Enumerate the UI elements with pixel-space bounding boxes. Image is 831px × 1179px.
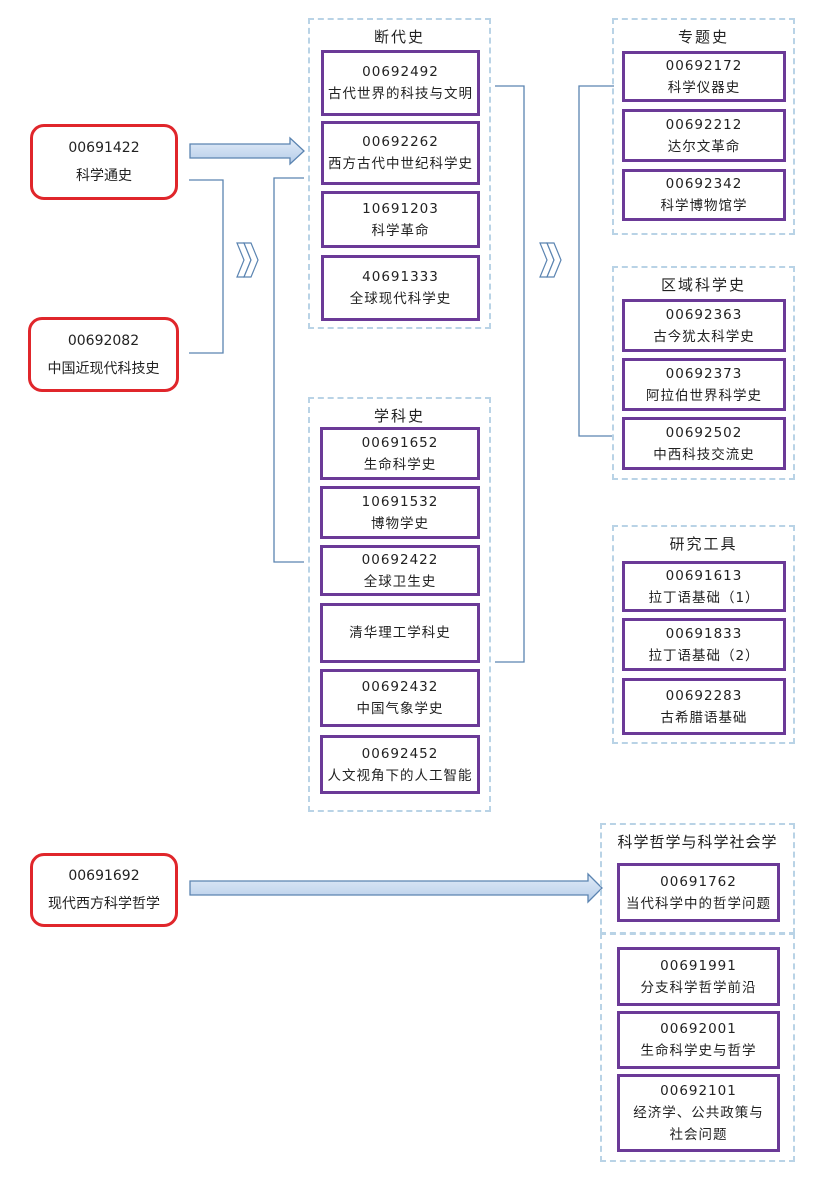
- course-box: 00692172 科学仪器史: [622, 51, 786, 102]
- course-name: 古希腊语基础: [660, 709, 748, 726]
- course-box: 00692502 中西科技交流史: [622, 417, 786, 470]
- course-box: 00692452 人文视角下的人工智能: [320, 735, 480, 794]
- group-zhuanti: 专题史: [612, 18, 795, 235]
- course-name: 古代世界的科技与文明: [328, 86, 473, 102]
- arrow-to-duandai: [189, 136, 305, 166]
- group-title: 区域科学史: [660, 276, 746, 294]
- course-name: 分支科学哲学前沿: [640, 979, 757, 996]
- chevron-icon-right: [539, 242, 562, 278]
- course-code: 10691203: [362, 200, 439, 217]
- group-xueke: 学科史: [308, 397, 491, 812]
- course-name: 人文视角下的人工智能: [327, 767, 473, 784]
- course-name: 现代西方科学哲学: [48, 896, 160, 912]
- course-box: 10691532 博物学史: [320, 486, 480, 539]
- course-name: 全球现代科学史: [349, 291, 452, 307]
- group-zhexue-body: [600, 933, 795, 1162]
- course-name: 经济学、公共政策与社会问题: [633, 1105, 764, 1143]
- course-code: 00692492: [362, 64, 439, 80]
- course-code: 00692432: [361, 679, 439, 695]
- course-code: 00691613: [665, 567, 743, 584]
- course-code: 00692452: [361, 745, 439, 762]
- course-code: 00692373: [665, 365, 743, 382]
- course-code: 00692082: [67, 332, 140, 349]
- course-name: 清华理工学科史: [349, 625, 451, 641]
- bracket-sources: [189, 179, 224, 354]
- course-box: 00692373 阿拉伯世界科学史: [622, 358, 786, 411]
- course-code: 40691333: [362, 269, 439, 285]
- source-course: 00691422 科学通史: [30, 124, 178, 200]
- group-duandai: 断代史: [308, 18, 491, 329]
- course-name: 西方古代中世纪科学史: [328, 156, 473, 172]
- course-name: 拉丁语基础（2）: [648, 647, 760, 664]
- course-name: 中国近现代科技史: [47, 360, 160, 377]
- course-name: 中西科技交流史: [653, 446, 755, 463]
- group-quyu: 区域科学史: [612, 266, 795, 480]
- course-code: 00692262: [362, 134, 439, 150]
- course-name: 拉丁语基础（1）: [648, 589, 760, 606]
- course-code: 00692212: [665, 116, 743, 133]
- course-box: 00691833 拉丁语基础（2）: [622, 618, 786, 671]
- course-box: 00692422 全球卫生史: [320, 545, 480, 596]
- course-name: 中国气象学史: [356, 701, 444, 717]
- course-name: 达尔文革命: [667, 138, 741, 155]
- course-name: 古今犹太科学史: [653, 328, 755, 345]
- course-box: 00692363 古今犹太科学史: [622, 299, 786, 352]
- bracket-right-topics: [578, 85, 614, 437]
- course-box: 00692101 经济学、公共政策与社会问题: [617, 1074, 780, 1152]
- course-code: 00692172: [665, 57, 743, 74]
- source-course: 00691692 现代西方科学哲学: [30, 853, 178, 927]
- course-box: 00691652 生命科学史: [320, 427, 480, 480]
- course-box: 40691333 全球现代科学史: [321, 255, 480, 321]
- group-title: 科学哲学与科学社会学: [617, 833, 778, 851]
- course-code: 00692422: [361, 551, 439, 568]
- course-code: 00691833: [665, 625, 743, 642]
- course-code: 00692101: [660, 1083, 737, 1099]
- course-code: 00692502: [665, 424, 743, 441]
- bracket-right-groups: [495, 85, 525, 663]
- course-name: 生命科学史: [363, 456, 437, 473]
- course-code: 00692283: [665, 687, 743, 704]
- group-title: 研究工具: [669, 535, 738, 553]
- course-box: 清华理工学科史: [320, 603, 480, 663]
- course-box: 00692283 古希腊语基础: [622, 678, 786, 735]
- course-name: 博物学史: [371, 515, 429, 532]
- course-code: 00691422: [68, 140, 140, 156]
- group-title: 断代史: [373, 28, 425, 46]
- course-box: 10691203 科学革命: [321, 191, 480, 248]
- course-name: 科学仪器史: [667, 79, 741, 96]
- course-code: 00692001: [660, 1021, 737, 1037]
- course-code: 10691532: [361, 493, 439, 510]
- course-code: 00692363: [665, 306, 743, 323]
- course-box: 00692001 生命科学史与哲学: [617, 1011, 780, 1069]
- course-box: 00692432 中国气象学史: [320, 669, 480, 727]
- chevron-icon-left: [236, 242, 259, 278]
- course-box: 00692262 西方古代中世纪科学史: [321, 121, 480, 185]
- course-name: 阿拉伯世界科学史: [646, 387, 762, 404]
- course-box: 00691991 分支科学哲学前沿: [617, 947, 780, 1006]
- course-code: 00691991: [660, 957, 737, 974]
- group-yanjiu: 研究工具: [612, 525, 795, 744]
- course-box: 00692492 古代世界的科技与文明: [321, 50, 480, 116]
- course-box: 00691762 当代科学中的哲学问题: [617, 863, 780, 922]
- course-box: 00692212 达尔文革命: [622, 109, 786, 162]
- group-title: 学科史: [373, 407, 425, 425]
- course-code: 00691762: [660, 873, 737, 890]
- course-code: 00691652: [361, 434, 439, 451]
- group-title: 专题史: [677, 28, 729, 46]
- course-box: 00691613 拉丁语基础（1）: [622, 561, 786, 612]
- course-name: 全球卫生史: [363, 573, 437, 590]
- course-name: 科学革命: [371, 222, 430, 239]
- course-name: 当代科学中的哲学问题: [626, 895, 771, 912]
- course-code: 00691692: [68, 868, 140, 884]
- source-course: 00692082 中国近现代科技史: [28, 317, 179, 392]
- course-code: 00692342: [665, 176, 743, 192]
- course-name: 科学通史: [76, 168, 132, 184]
- course-name: 科学博物馆学: [660, 198, 748, 214]
- arrow-to-zhexue: [189, 872, 603, 904]
- course-name: 生命科学史与哲学: [640, 1043, 757, 1059]
- course-box: 00692342 科学博物馆学: [622, 169, 786, 221]
- bracket-left-groups: [273, 177, 304, 563]
